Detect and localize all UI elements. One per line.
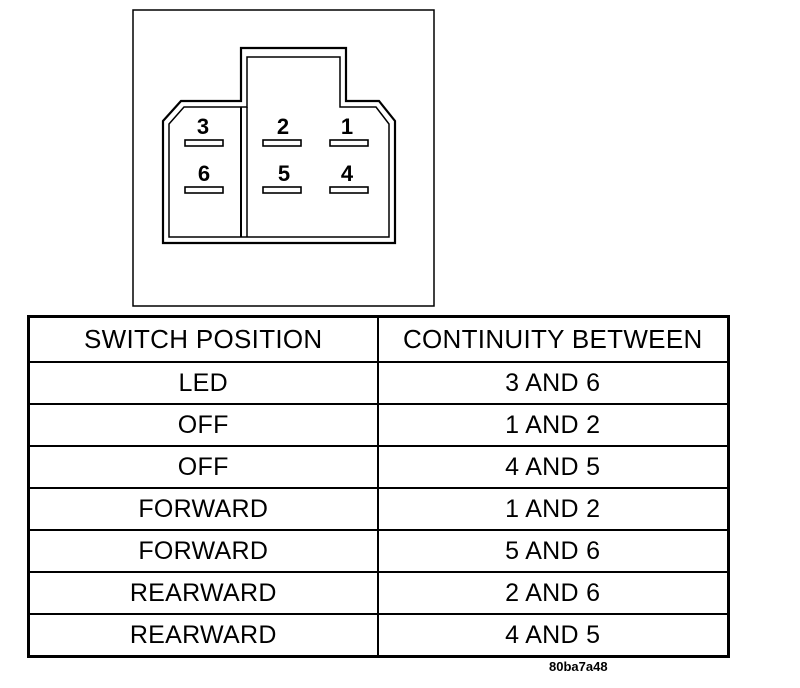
pin-label-1: 1	[341, 114, 353, 139]
pin-label-5: 5	[278, 161, 290, 186]
continuity-cell: 5 AND 6	[376, 529, 730, 573]
connector-housing-inner	[168, 56, 390, 238]
continuity-cell: 4 AND 5	[376, 445, 730, 489]
switch-position-cell: OFF	[27, 445, 379, 489]
diagram-frame	[132, 9, 435, 307]
table-row: FORWARD 1 AND 2	[27, 487, 730, 531]
table-row: FORWARD 5 AND 6	[27, 529, 730, 573]
continuity-cell: 4 AND 5	[376, 613, 730, 658]
continuity-cell: 2 AND 6	[376, 571, 730, 615]
continuity-table: SWITCH POSITION CONTINUITY BETWEEN LED 3…	[27, 315, 730, 658]
continuity-cell: 3 AND 6	[376, 361, 730, 405]
figure-id: 80ba7a48	[549, 659, 608, 674]
table-row: LED 3 AND 6	[27, 361, 730, 405]
pin-terminal-6	[184, 186, 224, 194]
switch-position-cell: FORWARD	[27, 529, 379, 573]
switch-position-cell: REARWARD	[27, 571, 379, 615]
pin-terminal-3	[184, 139, 224, 147]
table-header-row: SWITCH POSITION CONTINUITY BETWEEN	[27, 315, 730, 363]
connector-housing-outline	[161, 46, 397, 245]
table-row: OFF 4 AND 5	[27, 445, 730, 489]
table-row: OFF 1 AND 2	[27, 403, 730, 447]
connector-diagram: 3 2 1 6 5 4	[132, 9, 435, 307]
header-switch-position: SWITCH POSITION	[27, 315, 379, 363]
continuity-cell: 1 AND 2	[376, 487, 730, 531]
pin-terminal-5	[262, 186, 302, 194]
pin-label-4: 4	[341, 161, 354, 186]
switch-position-cell: OFF	[27, 403, 379, 447]
table-row: REARWARD 4 AND 5	[27, 613, 730, 658]
pin-label-3: 3	[197, 114, 209, 139]
pin-terminal-1	[329, 139, 369, 147]
pin-terminal-4	[329, 186, 369, 194]
table-row: REARWARD 2 AND 6	[27, 571, 730, 615]
switch-position-cell: LED	[27, 361, 379, 405]
pin-terminal-2	[262, 139, 302, 147]
header-continuity-between: CONTINUITY BETWEEN	[376, 315, 730, 363]
switch-position-cell: REARWARD	[27, 613, 379, 658]
pin-label-2: 2	[277, 114, 289, 139]
switch-position-cell: FORWARD	[27, 487, 379, 531]
pin-label-6: 6	[198, 161, 210, 186]
continuity-cell: 1 AND 2	[376, 403, 730, 447]
